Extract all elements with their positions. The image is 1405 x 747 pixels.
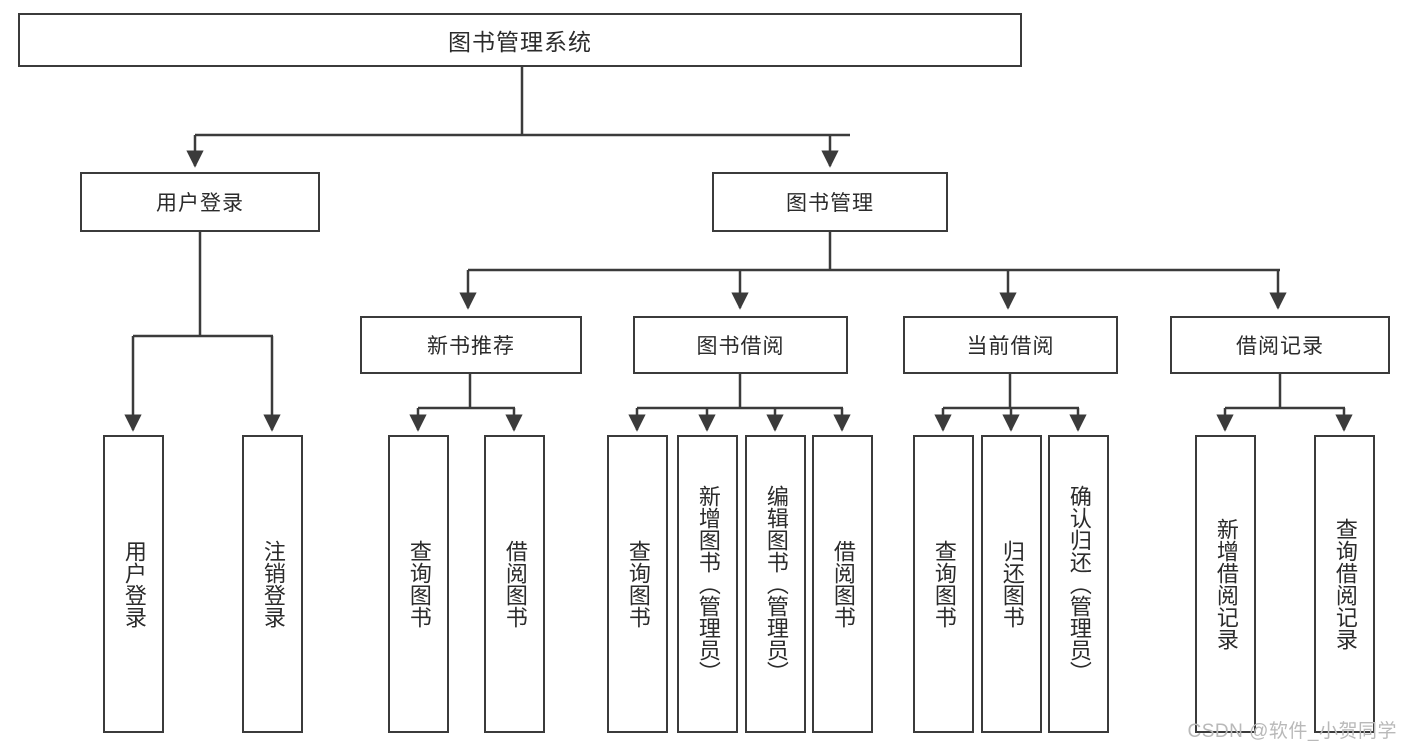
leaf-query-record-label: 查询借阅记录: [1332, 518, 1358, 650]
leaf-logout-login[interactable]: 注销登录: [242, 435, 303, 733]
leaf-query-book-3[interactable]: 查询图书: [913, 435, 974, 733]
leaf-add-book-label: 新增图书（管理员）: [695, 485, 721, 683]
leaf-user-login-label: 用户登录: [121, 540, 147, 628]
node-root[interactable]: 图书管理系统: [18, 13, 1022, 67]
node-user-login-label: 用户登录: [156, 192, 244, 215]
node-new-book-recommend[interactable]: 新书推荐: [360, 316, 582, 374]
leaf-borrow-book-1-label: 借阅图书: [502, 540, 528, 628]
leaf-query-book-2[interactable]: 查询图书: [607, 435, 668, 733]
node-borrow-record[interactable]: 借阅记录: [1170, 316, 1390, 374]
leaf-borrow-book-1[interactable]: 借阅图书: [484, 435, 545, 733]
node-root-label: 图书管理系统: [448, 29, 592, 55]
node-new-book-recommend-label: 新书推荐: [427, 335, 515, 358]
node-book-borrow[interactable]: 图书借阅: [633, 316, 848, 374]
leaf-return-book-label: 归还图书: [999, 540, 1025, 628]
node-borrow-record-label: 借阅记录: [1236, 335, 1324, 358]
node-book-management[interactable]: 图书管理: [712, 172, 948, 232]
leaf-query-book-1[interactable]: 查询图书: [388, 435, 449, 733]
leaf-borrow-book-2-label: 借阅图书: [830, 540, 856, 628]
leaf-query-book-3-label: 查询图书: [931, 540, 957, 628]
leaf-add-book[interactable]: 新增图书（管理员）: [677, 435, 738, 733]
node-book-borrow-label: 图书借阅: [696, 335, 785, 358]
leaf-logout-login-label: 注销登录: [260, 540, 286, 628]
leaf-return-book[interactable]: 归还图书: [981, 435, 1042, 733]
leaf-add-record[interactable]: 新增借阅记录: [1195, 435, 1256, 733]
leaf-edit-book[interactable]: 编辑图书（管理员）: [745, 435, 806, 733]
node-current-borrow-label: 当前借阅: [966, 335, 1055, 358]
leaf-user-login[interactable]: 用户登录: [103, 435, 164, 733]
leaf-confirm-return[interactable]: 确认归还（管理员）: [1048, 435, 1109, 733]
leaf-edit-book-label: 编辑图书（管理员）: [763, 485, 789, 683]
leaf-add-record-label: 新增借阅记录: [1213, 518, 1239, 650]
leaf-query-record[interactable]: 查询借阅记录: [1314, 435, 1375, 733]
node-current-borrow[interactable]: 当前借阅: [903, 316, 1118, 374]
leaf-query-book-2-label: 查询图书: [625, 540, 651, 628]
watermark: CSDN @软件_小贺同学: [1187, 721, 1397, 742]
leaf-confirm-return-label: 确认归还（管理员）: [1066, 485, 1092, 683]
node-book-management-label: 图书管理: [786, 192, 874, 215]
leaf-borrow-book-2[interactable]: 借阅图书: [812, 435, 873, 733]
node-user-login[interactable]: 用户登录: [80, 172, 320, 232]
leaf-query-book-1-label: 查询图书: [406, 540, 432, 628]
